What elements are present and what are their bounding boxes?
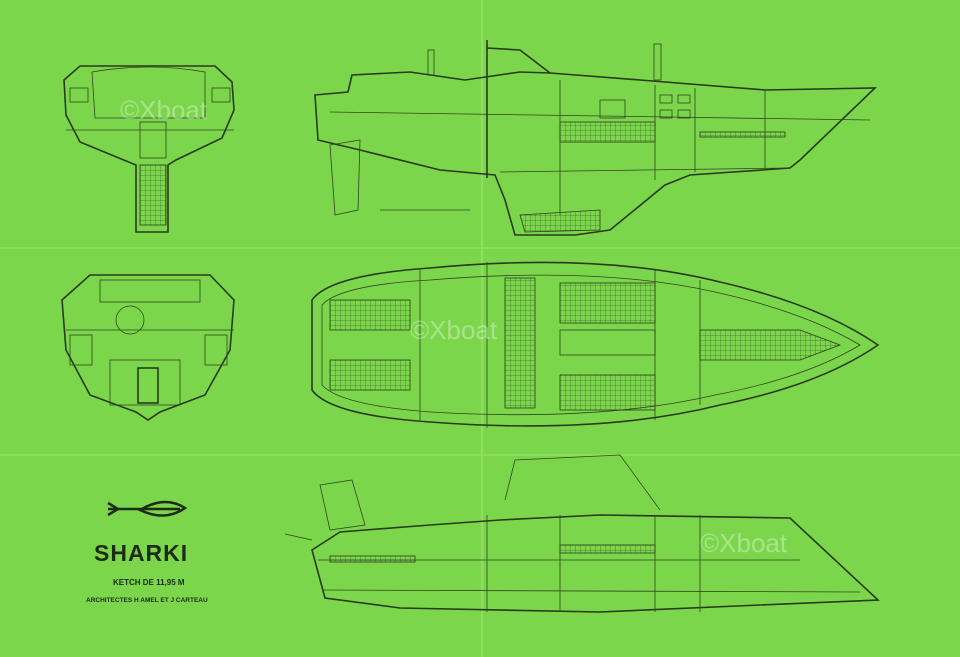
boat-subtitle: KETCH DE 11,95 M (113, 578, 185, 587)
watermark: ©Xboat (410, 315, 498, 345)
watermark: ©Xboat (120, 95, 208, 125)
outboard-profile-view (284, 454, 880, 613)
interior-profile (314, 40, 878, 236)
midship-cross-section (61, 274, 235, 421)
boat-name-title: SHARKI (94, 540, 189, 566)
stern-cross-section (63, 65, 235, 233)
sharki-logo-icon (107, 500, 188, 517)
deck-plan-view (311, 261, 880, 428)
architects-credit: ARCHITECTES H AMEL ET J CARTEAU (86, 597, 208, 604)
watermark: ©Xboat (700, 528, 788, 558)
